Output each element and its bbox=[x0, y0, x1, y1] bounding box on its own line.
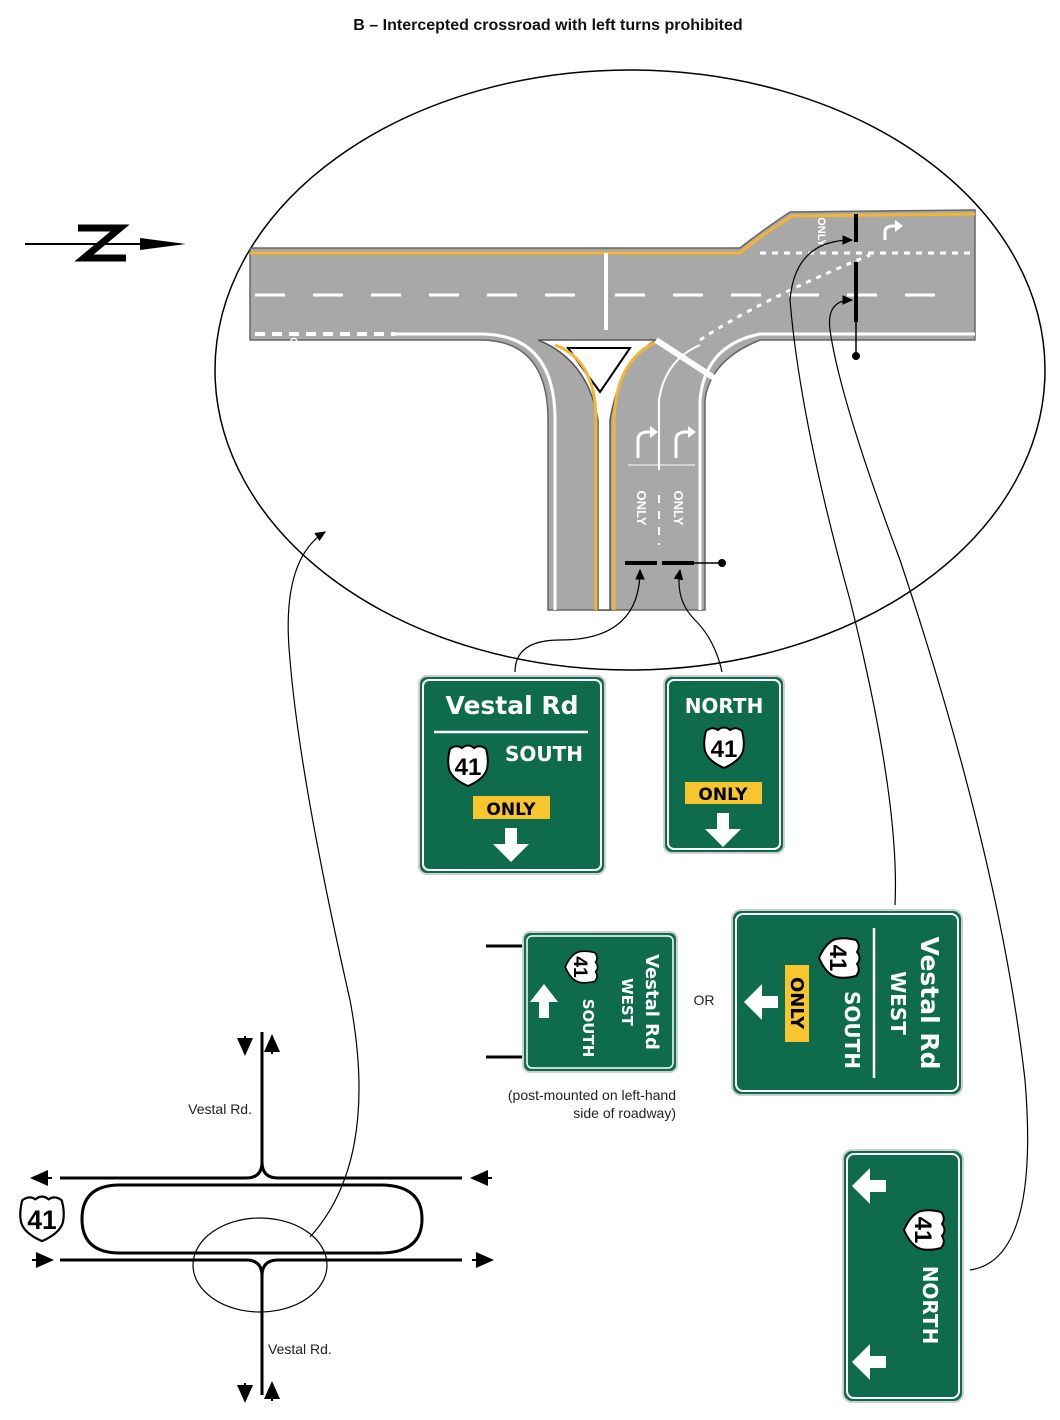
road-label-vestal-top: Vestal Rd. bbox=[188, 1101, 252, 1117]
sign-vestal-rd-41-south-only: Vestal Rd 41 SOUTH ONLY bbox=[418, 675, 606, 875]
sign-only-panel: ONLY bbox=[486, 800, 536, 820]
route-41-shield-icon: 41 bbox=[818, 937, 861, 979]
post-mount-note-line2: side of roadway) bbox=[573, 1105, 676, 1121]
sign-direction: SOUTH bbox=[505, 742, 583, 766]
road-label-vestal-bottom: Vestal Rd. bbox=[268, 1341, 332, 1357]
sign-only-panel: ONLY bbox=[786, 977, 807, 1030]
pavement-only-right-lane: ONLY bbox=[671, 491, 686, 526]
svg-text:41: 41 bbox=[711, 736, 738, 763]
sign-route-direction: SOUTH bbox=[579, 999, 597, 1058]
post-mount-note-line1: (post-mounted on left-hand bbox=[508, 1087, 676, 1103]
route-41-shield-icon: 41 bbox=[447, 744, 489, 787]
intersection-detail: ONLY ONLY ONLY ONLY bbox=[214, 69, 1046, 671]
sign-destination: Vestal Rd bbox=[445, 691, 578, 720]
sign-large-vestal-rd-west: ONLY 41 SOUTH WEST Vestal Rd bbox=[731, 909, 963, 1096]
sign-destination: Vestal Rd bbox=[641, 954, 662, 1050]
sign-only-panel: ONLY bbox=[698, 785, 748, 805]
sign-small-vestal-rd-west: 41 SOUTH WEST Vestal Rd bbox=[486, 931, 678, 1073]
sign-direction: NORTH bbox=[685, 694, 764, 718]
north-arrow-icon bbox=[25, 224, 186, 262]
sign-41-north-arrows: 41 NORTH bbox=[842, 1149, 964, 1403]
leader-lines bbox=[287, 235, 1029, 1271]
route-41-shield-icon: 41 bbox=[564, 950, 599, 984]
figure-title: B – Intercepted crossroad with left turn… bbox=[353, 17, 742, 34]
sign-route-direction: SOUTH bbox=[840, 991, 864, 1069]
plan-view: 41 Vestal Rd. Vestal Rd. bbox=[19, 1032, 494, 1403]
sign-north-41-only: NORTH 41 ONLY bbox=[663, 675, 785, 854]
sign-destination-direction: WEST bbox=[618, 978, 636, 1027]
svg-text:41: 41 bbox=[569, 956, 590, 978]
route-41-shield-icon: 41 bbox=[903, 1209, 946, 1251]
sign-direction: NORTH bbox=[918, 1266, 942, 1345]
sign-destination: Vestal Rd bbox=[915, 936, 944, 1069]
pavement-only-west-lane: ONLY bbox=[287, 337, 299, 367]
pavement-only-north-lane: ONLY bbox=[815, 217, 827, 247]
or-label: OR bbox=[694, 992, 715, 1008]
svg-text:41: 41 bbox=[455, 754, 482, 781]
route-41-shield-icon: 41 bbox=[703, 726, 745, 769]
svg-text:41: 41 bbox=[909, 1217, 936, 1244]
pavement-only-left-lane: ONLY bbox=[634, 491, 649, 526]
svg-text:41: 41 bbox=[824, 945, 851, 972]
route-41-shield-icon: 41 bbox=[19, 1195, 65, 1243]
svg-text:41: 41 bbox=[27, 1205, 56, 1235]
sign-destination-direction: WEST bbox=[886, 971, 910, 1035]
